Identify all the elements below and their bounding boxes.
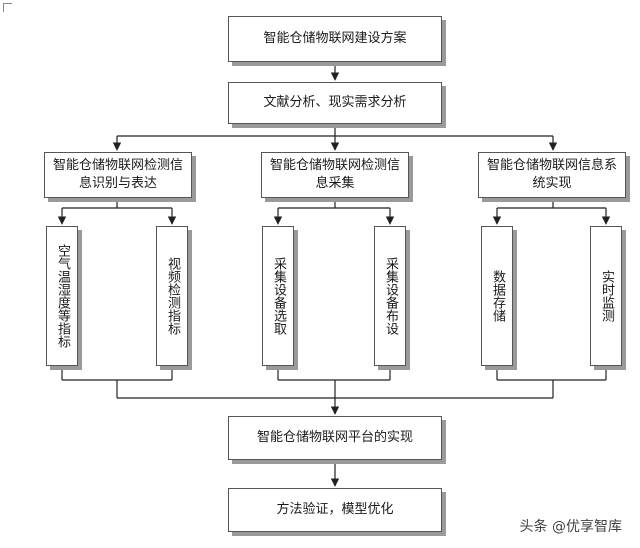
box-leaf-2-label: 视频检测指标 (165, 257, 180, 335)
box-leaf-3: 采集设备选取 (262, 226, 294, 366)
box-top-plan: 智能仓储物联网建设方案 (228, 16, 442, 62)
box-branch-3-label: 智能仓储物联网信息系统实现 (487, 158, 618, 191)
box-analysis-label: 文献分析、现实需求分析 (263, 95, 407, 110)
box-branch-1-label: 智能仓储物联网检测信息识别与表达 (53, 158, 184, 191)
box-leaf-5: 数据存储 (481, 226, 513, 366)
box-leaf-4-label: 采集设备布设 (383, 257, 398, 335)
box-leaf-1-label: 空气温湿度等指标 (55, 244, 70, 348)
box-branch-2-label: 智能仓储物联网检测信息采集 (270, 158, 401, 191)
box-branch-1: 智能仓储物联网检测信息识别与表达 (44, 152, 192, 198)
box-platform-label: 智能仓储物联网平台的实现 (256, 430, 413, 445)
watermark: 头条 @优享智库 (519, 519, 622, 535)
box-branch-2: 智能仓储物联网检测信息采集 (261, 152, 409, 198)
box-leaf-2: 视频检测指标 (156, 226, 188, 366)
box-leaf-6-label: 实时监测 (599, 270, 614, 322)
corner-mark (3, 3, 12, 12)
box-validation-label: 方法验证，模型优化 (276, 502, 394, 517)
box-leaf-3-label: 采集设备选取 (271, 257, 286, 335)
box-validation: 方法验证，模型优化 (228, 488, 442, 532)
box-leaf-6: 实时监测 (590, 226, 622, 366)
box-branch-3: 智能仓储物联网信息系统实现 (478, 152, 626, 198)
box-leaf-1: 空气温湿度等指标 (46, 226, 78, 366)
box-leaf-4: 采集设备布设 (374, 226, 406, 366)
box-top-plan-label: 智能仓储物联网建设方案 (263, 31, 407, 46)
box-analysis: 文献分析、现实需求分析 (228, 82, 442, 124)
box-leaf-5-label: 数据存储 (490, 270, 505, 322)
box-platform: 智能仓储物联网平台的实现 (228, 416, 442, 460)
